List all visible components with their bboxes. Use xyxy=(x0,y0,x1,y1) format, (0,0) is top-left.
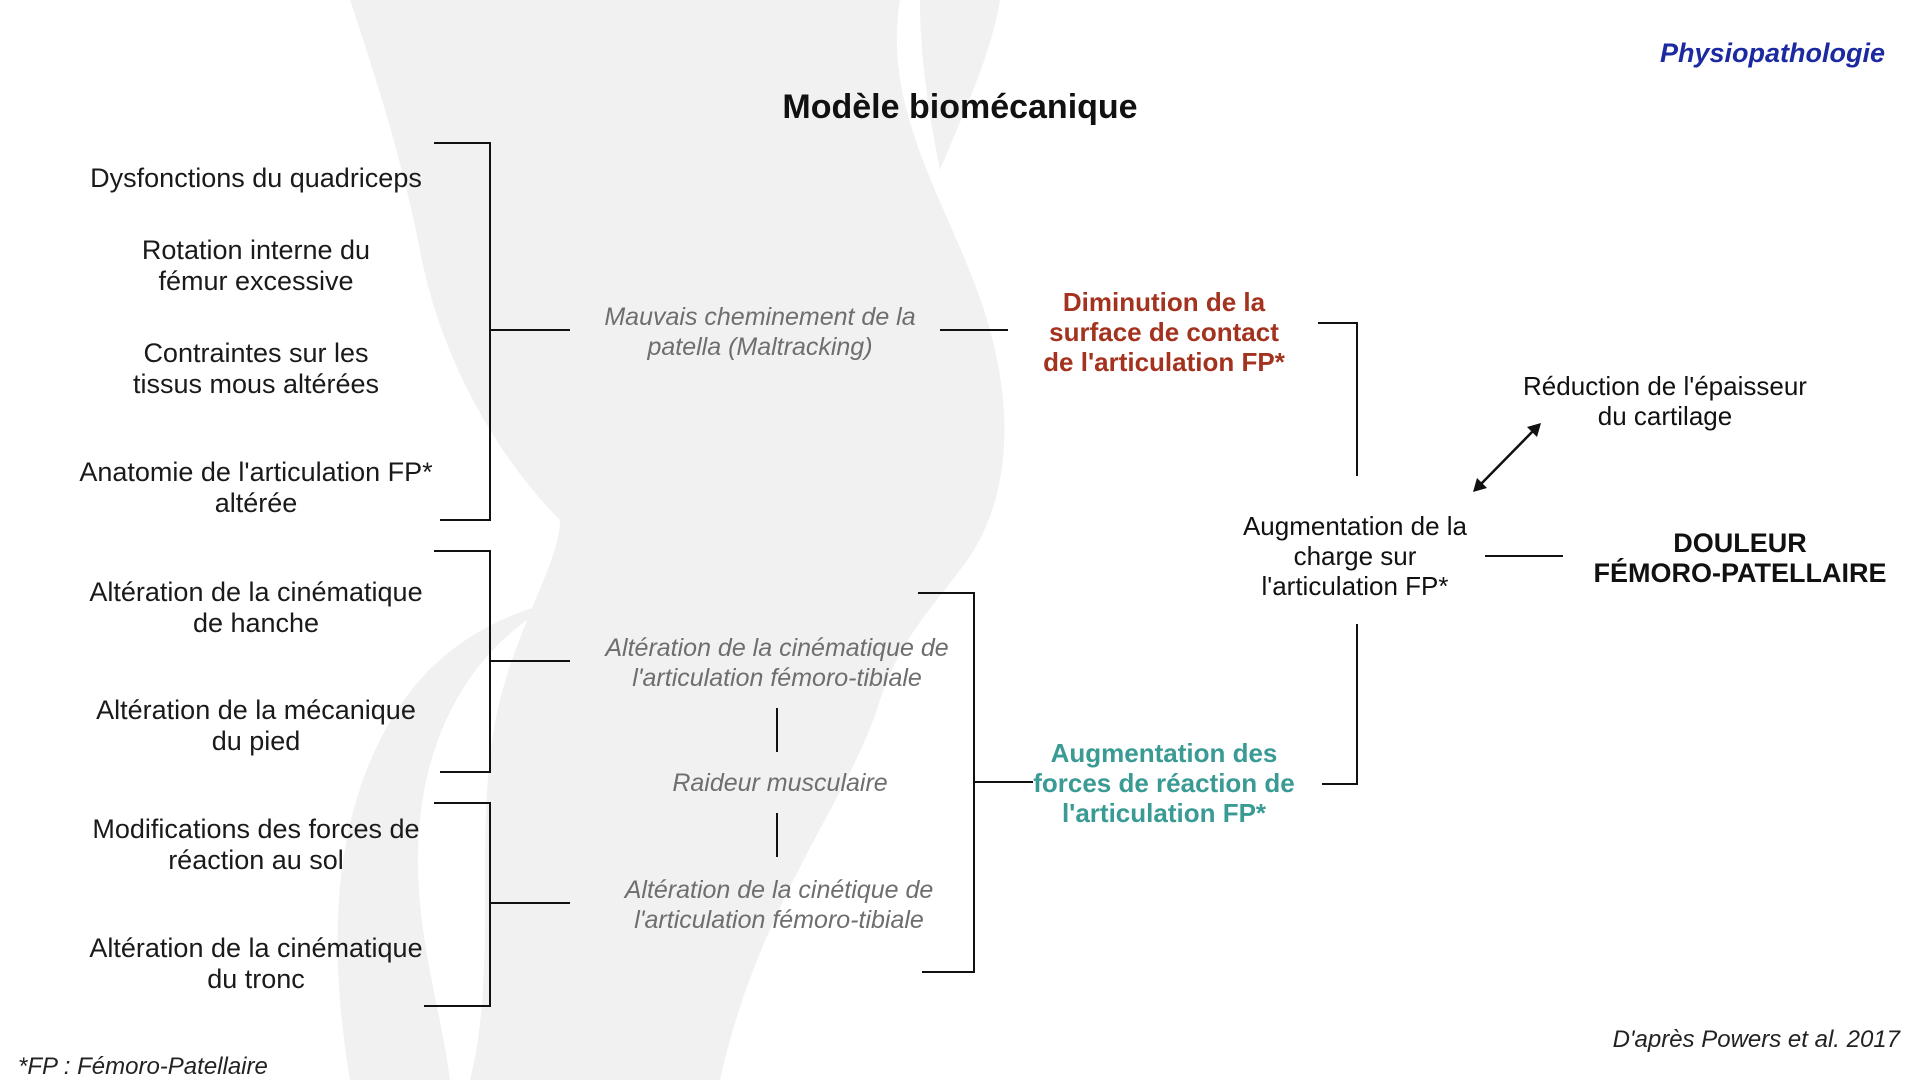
cause-hip-kinematics: Altération de la cinématique de hanche xyxy=(89,577,423,638)
page-title: Modèle biomécanique xyxy=(782,88,1138,126)
muscle-stiffness-label: Raideur musculaire xyxy=(672,769,888,797)
bracket-contact-to-load xyxy=(1318,322,1358,476)
cause-ground-reaction: Modifications des forces de réaction au … xyxy=(92,814,420,875)
double-arrow-icon xyxy=(1473,423,1541,492)
category-label: Physiopathologie xyxy=(1659,38,1885,68)
cause-foot-mechanics: Altération de la mécanique du pied xyxy=(96,695,416,756)
outcome-pain: DOULEUR FÉMORO-PATELLAIRE xyxy=(1590,528,1890,588)
footnote: *FP : Fémoro-Patellaire xyxy=(18,1053,268,1080)
maltracking-label: Mauvais cheminement de la patella (Maltr… xyxy=(604,303,916,361)
force-increase-label: Augmentation des forces de réaction de l… xyxy=(1033,738,1295,828)
outcome-line-1: DOULEUR xyxy=(1673,528,1807,558)
bracket-causes-group-1 xyxy=(434,142,491,521)
outcome-line-2: FÉMORO-PATELLAIRE xyxy=(1593,558,1887,588)
cause-soft-tissue: Contraintes sur les tissus mous altérées xyxy=(132,338,380,399)
bracket-causes-group-3 xyxy=(424,802,491,1007)
bracket-force-to-load xyxy=(1322,624,1358,785)
contact-reduction-label: Diminution de la surface de contact de l… xyxy=(1043,287,1285,377)
cartilage-reduction-label: Réduction de l'épaisseur du cartilage xyxy=(1523,371,1807,431)
cause-quadriceps: Dysfonctions du quadriceps xyxy=(90,163,422,193)
load-increase-label: Augmentation de la charge sur l'articula… xyxy=(1242,511,1468,601)
femorotibial-kinetics-label: Altération de la cinétique de l'articula… xyxy=(624,876,934,934)
cause-femur-rotation: Rotation interne du fémur excessive xyxy=(141,235,371,296)
cause-anatomy: Anatomie de l'articulation FP* altérée xyxy=(79,457,433,518)
source-citation: D'après Powers et al. 2017 xyxy=(1612,1026,1900,1053)
bracket-causes-group-2 xyxy=(434,550,491,773)
cause-trunk-kinematics: Altération de la cinématique du tronc xyxy=(89,933,423,994)
femorotibial-kinematics-label: Altération de la cinématique de l'articu… xyxy=(605,634,949,692)
